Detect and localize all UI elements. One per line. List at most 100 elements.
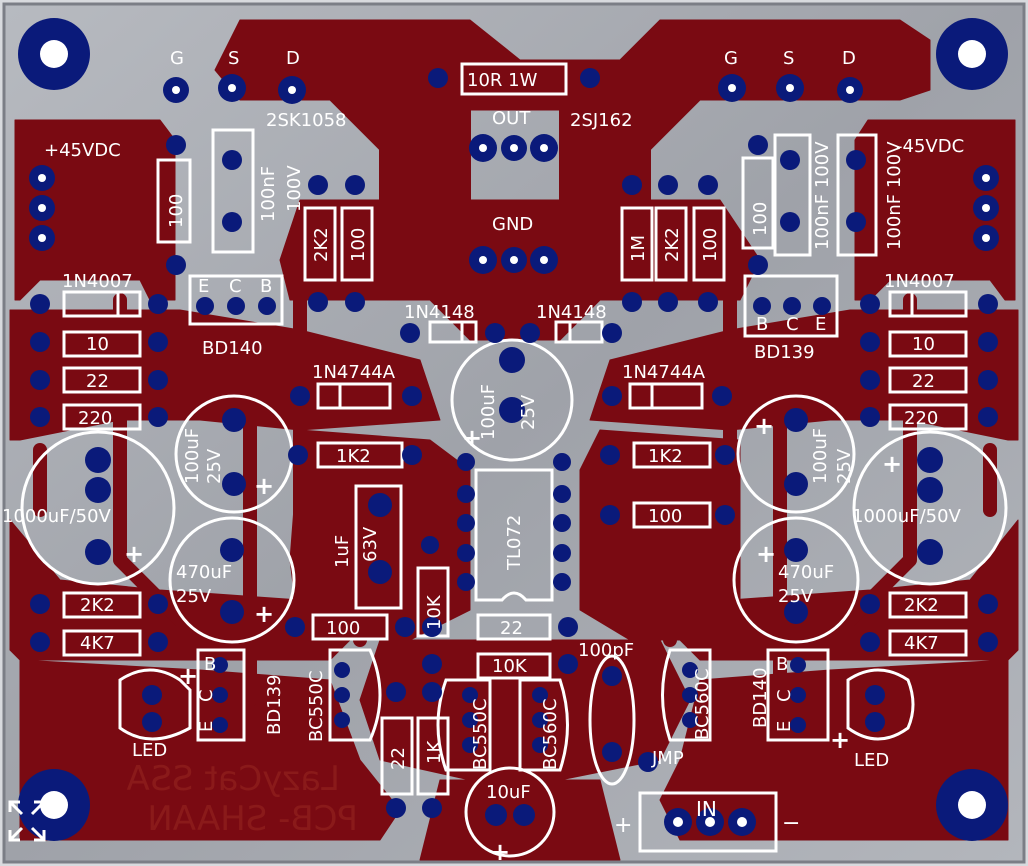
bd139-top-c: C [786,314,799,335]
mosfet-left-part: 2SK1058 [266,110,347,131]
c25v-center-label: 25V [518,394,539,430]
c10uf-label: 10uF [486,782,531,803]
pol-c470-right: + [756,540,776,568]
pol-c1000-right: + [882,450,902,478]
d1n4007-right-label: 1N4007 [884,271,955,292]
power-pos-label: +45VDC [44,140,121,161]
pol-c470-left: + [254,600,274,628]
r1k2-right-label: 1K2 [648,446,683,467]
c100uf-right-label: 100uF [810,428,831,484]
pol-c100-left: + [254,472,274,500]
pol-led-left: + [178,662,198,690]
r1m-label: 1M [628,235,649,262]
r100-mid-label: 100 [648,506,682,527]
r1k2-left-label: 1K2 [336,446,371,467]
power-neg-label: -45VDC [896,136,964,157]
bc550c-mid-label: BC550C [470,698,491,770]
bd139-top-e: E [815,314,826,335]
in-minus: − [782,811,800,836]
r10-left-label: 10 [86,334,109,355]
bd139-bottom-label: BD139 [264,674,285,735]
r10k-vertical-label: 10K [424,594,445,630]
pin-s-left: S [228,48,239,69]
r4k7-l-label: 4K7 [80,633,115,654]
r4k7-r-label: 4K7 [904,633,939,654]
r22-right-label: 22 [912,371,935,392]
c470-right-label: 470uF [778,562,834,583]
r100-right-label: 100 [700,228,721,262]
c25v-left-label: 25V [204,448,225,484]
c100uf-center-label: 100uF [478,384,499,440]
bd140-bottom-label: BD140 [750,667,771,728]
c63v-label: 63V [360,526,381,562]
bd140-top-c: C [229,276,242,297]
d1n4148-left-label: 1N4148 [404,302,475,323]
r100-bottom-label: 100 [326,618,360,639]
r2k2-bl-label: 2K2 [80,595,115,616]
cap100nf-left-label: 100nF [258,166,279,222]
c1uf-label: 1uF [332,535,353,568]
r100-tr-label: 100 [750,202,771,236]
mirrored-title-line2: PCB- SHAAN [147,799,358,839]
c100pf-label: 100pF [578,640,634,661]
pin-g-right: G [724,48,738,69]
pin-d-left: D [286,48,300,69]
pol-led-right: + [830,726,850,754]
c100uf-left-label: 100uF [182,428,203,484]
pol-c10uf: + [490,838,510,866]
r220-left-label: 220 [78,408,112,429]
r100-tl-label: 100 [166,194,187,228]
bd140-top-label: BD140 [202,338,263,359]
r10-right-label: 10 [912,334,935,355]
bd139-top-b: B [756,314,768,335]
d1n4148-right-label: 1N4148 [536,302,607,323]
c1000-left-label: 1000uF/50V [2,506,112,527]
output-resistor-label: 10R 1W [467,70,538,91]
cap100v-left-label: 100V [284,165,305,212]
bd140-top-b: B [260,276,272,297]
cap100nf-right1-label: 100nF 100V [812,141,833,250]
output-label: OUT [492,108,531,129]
bc560c-mid-label: BC560C [540,698,561,770]
mirrored-title-line1: LazyCat SSA [126,759,340,799]
pol-c1000-left: + [124,540,144,568]
c25v-right-label: 25V [834,448,855,484]
mosfet-right-part: 2SJ162 [570,110,633,131]
in-label: IN [696,797,717,821]
copper-traces [9,19,1019,861]
c470v-left-label: 25V [176,586,212,607]
tl072-label: TL072 [504,515,525,571]
d1n4007-left-label: 1N4007 [62,271,133,292]
r220-right-label: 220 [904,408,938,429]
pol-center: + [462,424,482,452]
led-right-label: LED [854,750,889,771]
zener-right-label: 1N4744A [622,362,706,383]
pin-d-right: D [842,48,856,69]
bd140-bottom-c: C [774,689,795,702]
gnd-label: GND [492,214,533,235]
r2k2-left-label: 2K2 [311,227,332,262]
zener-left-label: 1N4744A [312,362,396,383]
jmp-label: JMP [651,748,684,769]
silkscreen-outlines [20,62,1008,858]
bc550c-left-label: BC550C [306,670,327,742]
pad-holes [38,84,990,827]
r2k2-right-label: 2K2 [662,227,683,262]
r10k-label: 10K [492,656,528,677]
r2k2-br-label: 2K2 [904,595,939,616]
r1k-vertical-label: 1K [424,740,445,764]
bd140-bottom-e: E [774,721,795,732]
mounting-holes [18,18,1008,841]
in-plus: + [614,813,632,838]
c1000-right-label: 1000uF/50V [852,506,962,527]
bd140-top-e: E [198,276,209,297]
bd140-bottom-b: B [776,654,788,675]
bc560c-right-label: BC560C [692,668,713,740]
r22-left-label: 22 [86,371,109,392]
r22-bottom-label: 22 [500,618,523,639]
expand-icon[interactable] [8,800,46,842]
cap100nf-right2-label: 100nF 100V [884,141,905,250]
led-left-label: LED [132,740,167,761]
pol-c100-right: + [754,412,774,440]
